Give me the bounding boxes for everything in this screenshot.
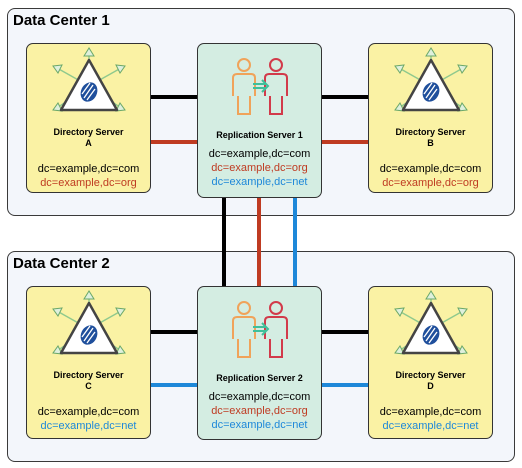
domain-com: dc=example,dc=com bbox=[208, 148, 311, 160]
server-name: Replication Server 2 bbox=[216, 373, 303, 383]
directory-server-a[interactable]: Directory Server A dc=example,dc=com dc=… bbox=[26, 43, 151, 193]
replication-server-icon bbox=[231, 301, 288, 358]
server-id: C bbox=[85, 381, 92, 391]
server-id: B bbox=[427, 138, 434, 148]
directory-server-icon bbox=[51, 289, 126, 356]
domain-org: dc=example,dc=org bbox=[211, 162, 308, 174]
server-id: A bbox=[85, 138, 92, 148]
domain-org: dc=example,dc=org bbox=[211, 405, 308, 417]
domain-com: dc=example,dc=com bbox=[37, 406, 140, 418]
data-center-1-title: Data Center 1 bbox=[13, 12, 110, 29]
domain-org: dc=example,dc=org bbox=[382, 177, 479, 189]
replication-server-2[interactable]: Replication Server 2 dc=example,dc=com d… bbox=[197, 286, 322, 440]
server-id: D bbox=[427, 381, 434, 391]
directory-server-c[interactable]: Directory Server C dc=example,dc=com dc=… bbox=[26, 286, 151, 439]
domain-net: dc=example,dc=net bbox=[211, 176, 308, 188]
directory-server-d[interactable]: Directory Server D dc=example,dc=com dc=… bbox=[368, 286, 493, 439]
server-name: Directory Server bbox=[53, 127, 124, 137]
directory-server-b[interactable]: Directory Server B dc=example,dc=com dc=… bbox=[368, 43, 493, 193]
domain-com: dc=example,dc=com bbox=[379, 406, 482, 418]
replication-server-1[interactable]: Replication Server 1 dc=example,dc=com d… bbox=[197, 43, 322, 198]
data-center-2-title: Data Center 2 bbox=[13, 255, 110, 272]
domain-net: dc=example,dc=net bbox=[211, 419, 308, 431]
server-name: Replication Server 1 bbox=[216, 130, 303, 140]
server-name: Directory Server bbox=[53, 370, 124, 380]
replication-server-icon bbox=[231, 58, 288, 115]
domain-com: dc=example,dc=com bbox=[208, 391, 311, 403]
directory-server-icon bbox=[51, 46, 126, 113]
domain-org: dc=example,dc=org bbox=[40, 177, 137, 189]
directory-server-icon bbox=[393, 46, 468, 113]
server-name: Directory Server bbox=[395, 370, 466, 380]
domain-com: dc=example,dc=com bbox=[379, 163, 482, 175]
directory-server-icon bbox=[393, 289, 468, 356]
domain-net: dc=example,dc=net bbox=[40, 420, 137, 432]
server-name: Directory Server bbox=[395, 127, 466, 137]
domain-com: dc=example,dc=com bbox=[37, 163, 140, 175]
domain-net: dc=example,dc=net bbox=[382, 420, 479, 432]
